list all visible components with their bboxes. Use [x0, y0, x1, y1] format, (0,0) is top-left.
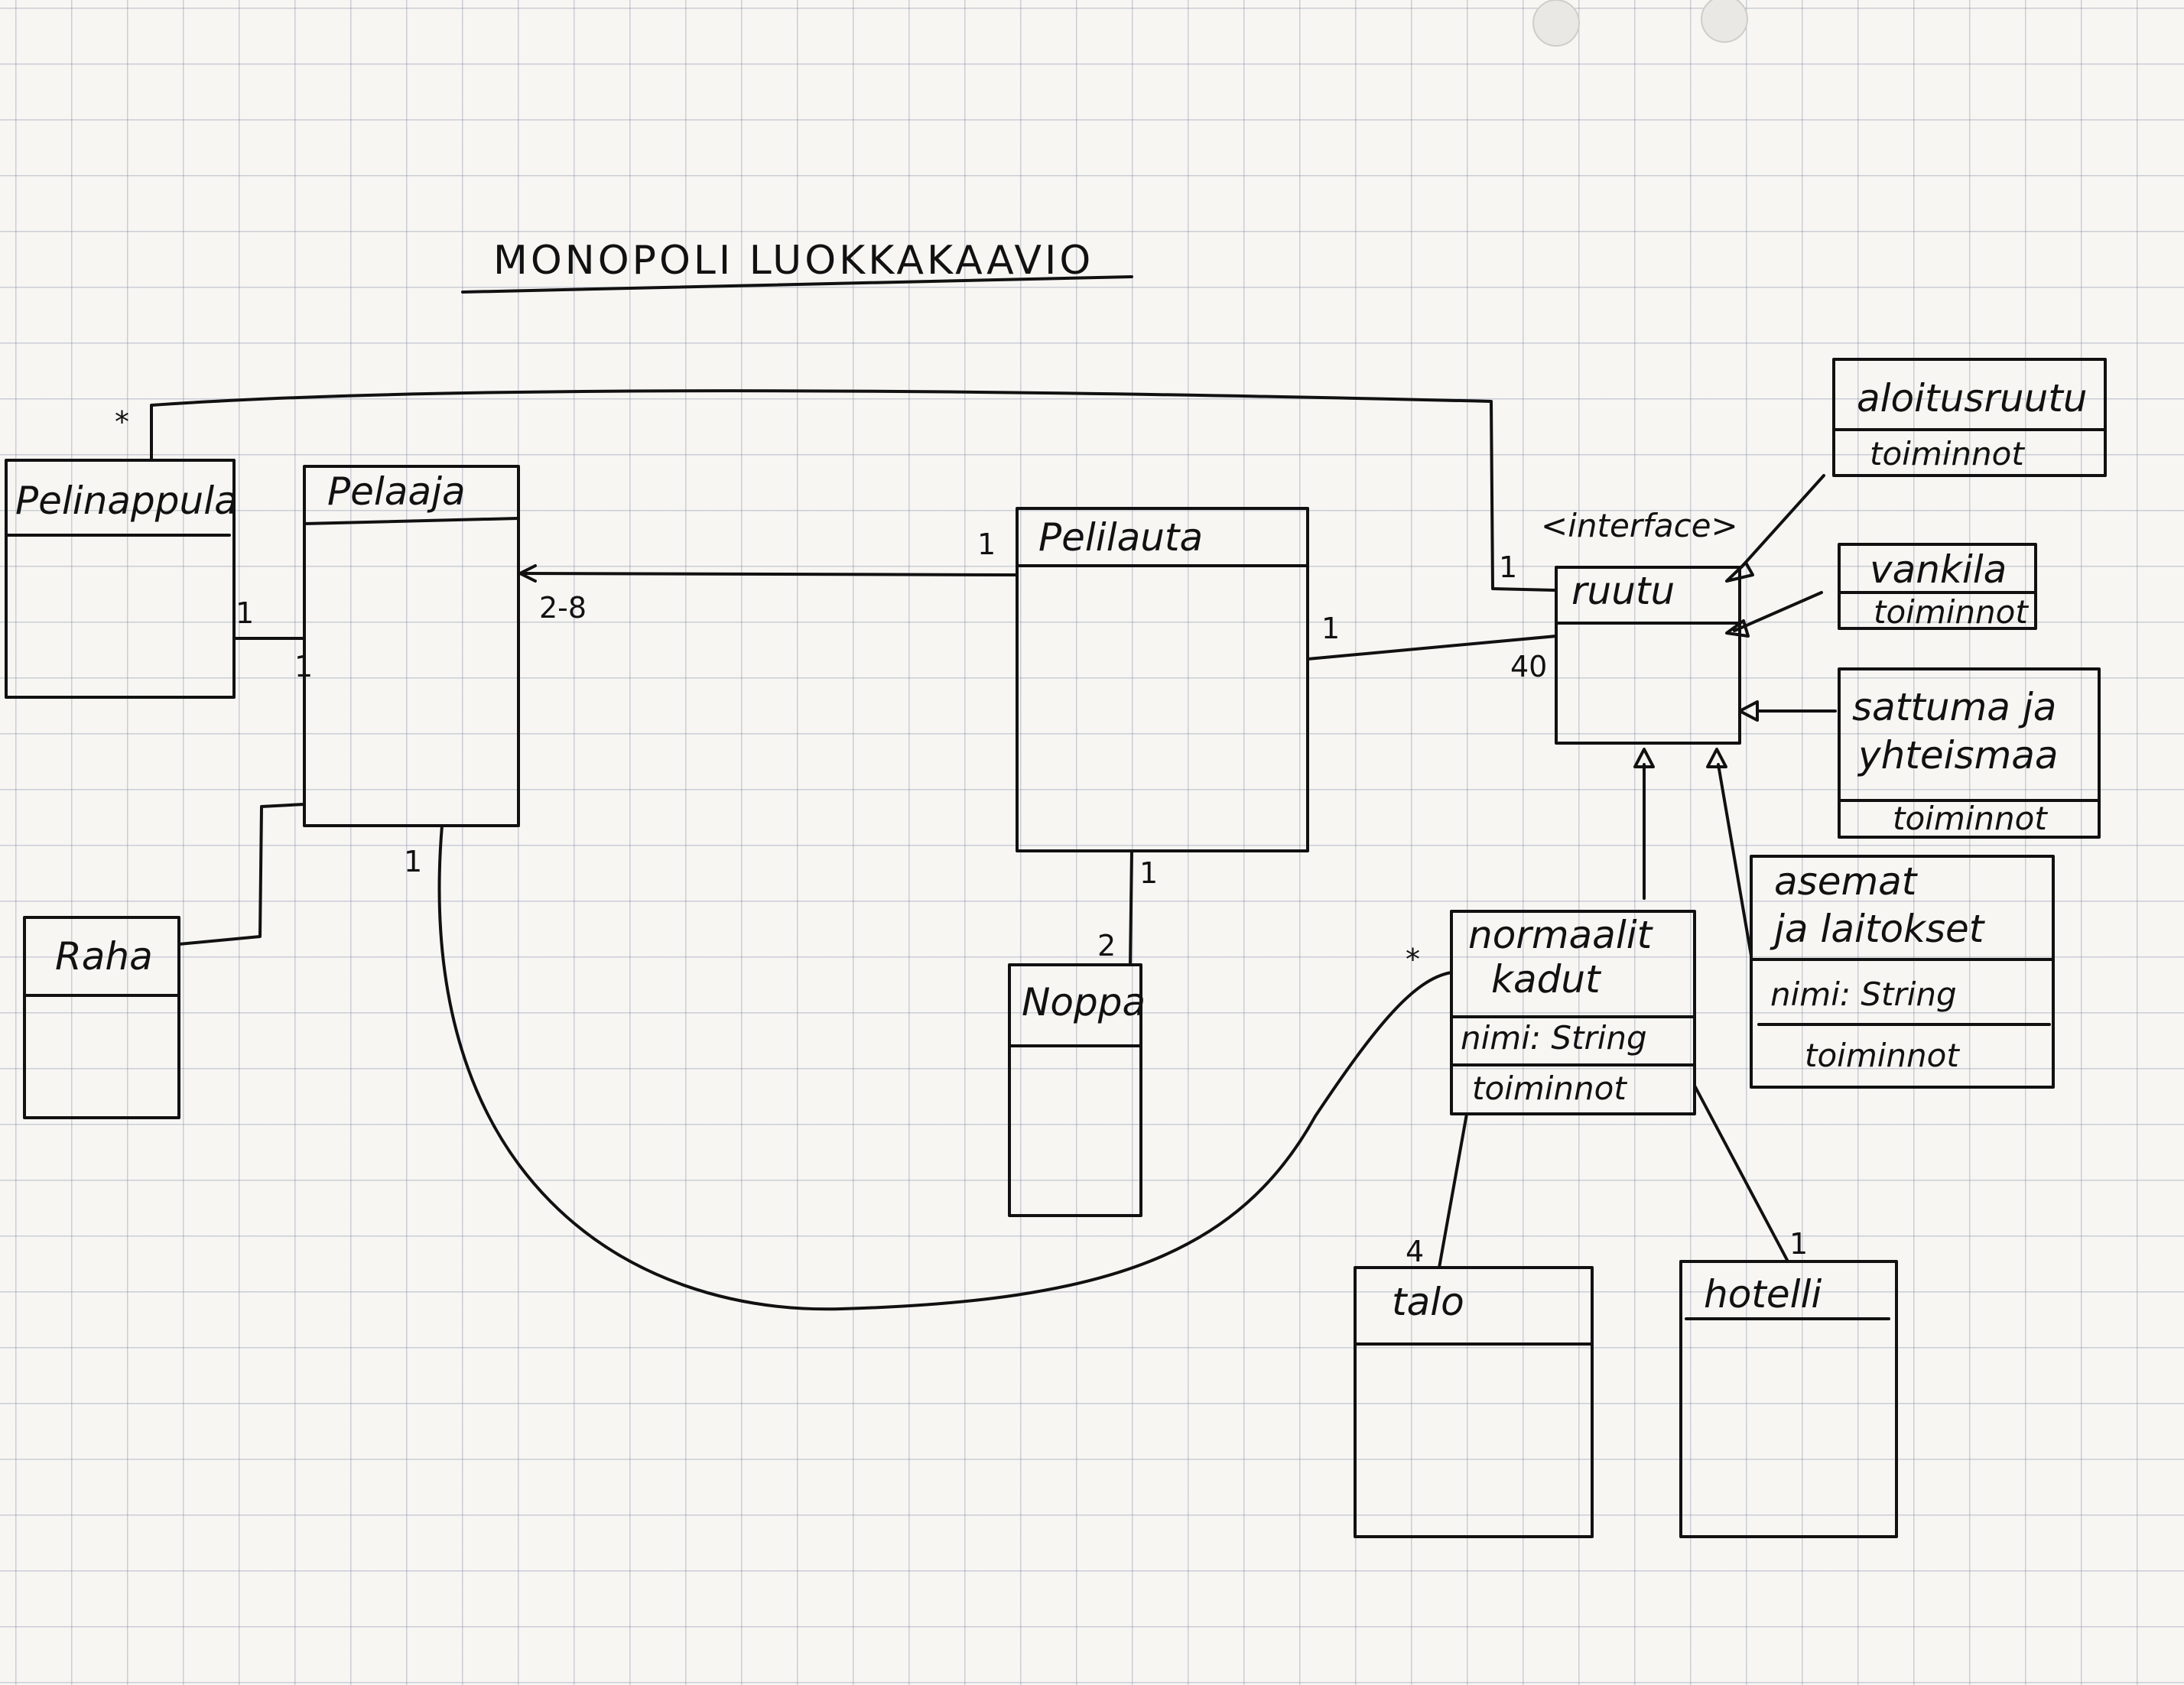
realize-vankila: [1733, 591, 1823, 632]
multiplicity-label: 1: [404, 845, 422, 878]
multiplicity-label: 2: [1097, 929, 1116, 963]
multiplicity-label: 40: [1510, 650, 1547, 683]
class-pelinappula: Pelinappula: [5, 459, 238, 699]
class-name: Noppa: [1022, 980, 1146, 1024]
class-name-line-1: sattuma ja: [1852, 685, 2056, 729]
assoc-pelinappula-ruutu: [150, 389, 1558, 592]
class-aloitusruutu: aloitusruutu toiminnot: [1832, 358, 2107, 477]
assoc-raha-pelaaja: [177, 803, 306, 946]
class-name: hotelli: [1704, 1272, 1822, 1317]
realize-asemat: [1717, 763, 1753, 957]
multiplicity-label: *: [115, 405, 129, 439]
multiplicity-label: 1: [294, 650, 313, 683]
assoc-arrowhead: [518, 564, 537, 583]
class-name: talo: [1392, 1280, 1464, 1324]
class-name: Pelinappula: [15, 479, 238, 523]
class-name-line-1: asemat: [1774, 859, 1919, 904]
title-underline: [461, 275, 1133, 294]
multiplicity-label: 1: [977, 528, 996, 561]
realize-triangle: [1633, 748, 1655, 768]
multiplicity-label: 1: [1139, 856, 1158, 890]
class-name-line-2: yhteismaa: [1857, 733, 2059, 778]
operations-label: toiminnot: [1893, 800, 2048, 837]
operations-label: toiminnot: [1805, 1037, 1960, 1074]
class-hotelli: hotelli: [1679, 1260, 1898, 1538]
punch-hole-left: [1532, 0, 1580, 47]
class-name: ruutu: [1571, 569, 1675, 613]
class-name: Raha: [55, 934, 153, 979]
multiplicity-label: 1: [1321, 612, 1340, 645]
assoc-kadut-talo: [1438, 1112, 1468, 1269]
multiplicity-label: 4: [1406, 1235, 1424, 1268]
class-asemat-ja-laitokset: asemat ja laitokset nimi: String toiminn…: [1750, 855, 2055, 1089]
class-normaalit-kadut: normaalit kadut nimi: String toiminnot: [1450, 910, 1696, 1115]
attribute-label: nimi: String: [1461, 1019, 1647, 1057]
assoc-pelilauta-ruutu: [1306, 635, 1558, 661]
attribute-label: nimi: String: [1770, 976, 1957, 1013]
class-pelilauta: Pelilauta: [1016, 507, 1309, 852]
class-name: Pelaaja: [327, 469, 466, 514]
realize-triangle: [1725, 561, 1754, 583]
realize-aloitusruutu: [1740, 474, 1825, 569]
assoc-pelaaja-normaalit-kadut: [437, 824, 1453, 1311]
class-name: vankila: [1870, 547, 2007, 592]
class-name: Pelilauta: [1038, 515, 1203, 560]
multiplicity-label: 2-8: [539, 591, 587, 625]
operations-label: toiminnot: [1472, 1070, 1627, 1107]
class-talo: talo: [1354, 1266, 1594, 1538]
class-noppa: Noppa: [1008, 963, 1146, 1217]
interface-ruutu: <interface> ruutu: [1541, 507, 1741, 745]
operations-label: toiminnot: [1874, 593, 2029, 631]
multiplicity-label: 1: [1789, 1227, 1808, 1261]
diagram-title: MONOPOLI LUOKKAKAAVIO: [493, 238, 1094, 284]
assoc-pelilauta-pelaaja: [518, 572, 1019, 576]
multiplicity-label: 1: [1499, 550, 1517, 584]
class-vankila: vankila toiminnot: [1838, 543, 2037, 631]
multiplicity-label: *: [1406, 943, 1420, 976]
class-pelaaja: Pelaaja: [303, 465, 520, 827]
realize-triangle: [1738, 700, 1759, 722]
class-name-line-1: normaalit: [1468, 913, 1654, 957]
class-name-line-2: kadut: [1491, 957, 1602, 1002]
multiplicity-label: 1: [236, 596, 254, 630]
assoc-kadut-hotelli: [1693, 1084, 1789, 1263]
class-name-line-2: ja laitokset: [1770, 907, 1986, 951]
realize-triangle: [1725, 619, 1750, 638]
class-sattuma-ja-yhteismaa: sattuma ja yhteismaa toiminnot: [1838, 667, 2101, 839]
stereotype-label: <interface>: [1541, 507, 1738, 544]
operations-label: toiminnot: [1870, 435, 2025, 472]
class-raha: Raha: [23, 916, 180, 1119]
punch-hole-right: [1701, 0, 1748, 43]
realize-triangle: [1706, 748, 1727, 768]
class-name: aloitusruutu: [1857, 376, 2088, 420]
assoc-pelilauta-noppa: [1129, 849, 1133, 966]
